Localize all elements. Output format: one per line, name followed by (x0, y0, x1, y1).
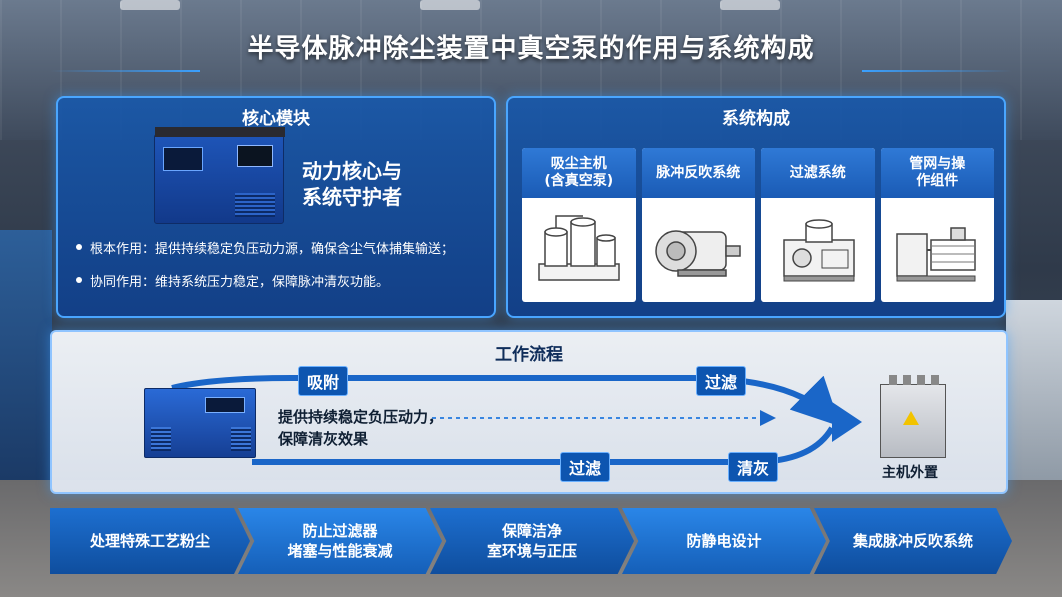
system-card-dust-collector: 吸尘主机 (含真空泵) (522, 148, 636, 302)
factory-machine-right (1006, 300, 1062, 480)
step-filter-top: 过滤 (696, 366, 747, 396)
vacuum-pump-unit-image (154, 127, 285, 224)
unit-top (155, 127, 285, 137)
page-title: 半导体脉冲除尘装置中真空泵的作用与系统构成 (247, 34, 815, 64)
card-heading: 吸尘主机 (含真空泵) (522, 148, 636, 198)
pipe-network-icon (881, 198, 995, 302)
card-title-line2: (含真空泵) (544, 173, 614, 189)
feature-line1: 处理特殊工艺粉尘 (89, 532, 210, 550)
card-title-line1: 脉冲反吹系统 (656, 164, 741, 181)
system-composition-heading: 系统构成 (722, 109, 790, 129)
core-tagline-line2: 系统守护者 (302, 185, 402, 209)
card-heading: 管网与操 作组件 (880, 148, 994, 198)
card-title-line2: 作组件 (916, 173, 959, 189)
machine-vent (151, 427, 171, 451)
card-heading: 脉冲反吹系统 (641, 148, 755, 198)
host-cabinet-image (880, 375, 946, 458)
feature-chevron: 集成脉冲反吹系统 (814, 508, 1012, 574)
step-filter-bottom: 过滤 (560, 452, 611, 482)
bullet-dot-icon (76, 244, 82, 250)
unit-control-screen (237, 145, 273, 167)
bullet-dot-icon (76, 277, 82, 283)
title-bar: 半导体脉冲除尘装置中真空泵的作用与系统构成 (0, 22, 1062, 76)
vacuum-pump-machine-image (144, 388, 256, 458)
machine-vent (231, 427, 251, 451)
workflow-description: 提供持续稳定负压动力， 保障清灰效果 (278, 406, 478, 450)
feature-line1: 集成脉冲反吹系统 (852, 532, 973, 550)
system-cards: 吸尘主机 (含真空泵) 脉冲反吹系统 (522, 148, 994, 302)
core-module-panel: 核心模块 动力核心与 系统守护者 根本作用：提供持续稳定负压动力源，确保含尘气体… (56, 96, 496, 318)
workflow-description-line2: 保障清灰效果 (278, 430, 369, 448)
unit-label-plate (163, 147, 203, 171)
title-decor-left (50, 70, 200, 72)
system-card-filter: 过滤系统 (761, 148, 875, 302)
core-tagline-line1: 动力核心与 (302, 159, 402, 183)
card-title-line1: 过滤系统 (789, 164, 846, 181)
flow-arrowhead (832, 402, 862, 442)
system-composition-panel: 系统构成 吸尘主机 (含真空泵) (506, 96, 1006, 318)
card-title-line1: 管网与操 (909, 156, 966, 172)
feature-line1: 防静电设计 (686, 532, 762, 550)
workflow-description-line1: 提供持续稳定负压动力， (278, 408, 444, 426)
card-heading: 过滤系统 (761, 148, 875, 198)
title-decor-right (862, 70, 1012, 72)
bullet-item: 协同作用：维持系统压力稳定，保障脉冲清灰功能。 (76, 271, 496, 290)
feature-chevron: 防止过滤器 堵塞与性能衰减 (238, 508, 442, 574)
feature-line2: 堵塞与性能衰减 (287, 542, 393, 560)
feature-line1: 保障洁净 (501, 522, 562, 540)
feature-chevron: 处理特殊工艺粉尘 (50, 508, 250, 574)
bullet-text: 协同作用：维持系统压力稳定，保障脉冲清灰功能。 (90, 275, 390, 290)
feature-chevron: 保障洁净 室环境与正压 (430, 508, 634, 574)
system-card-pulse-backflush: 脉冲反吹系统 (641, 148, 756, 302)
factory-machine-left (0, 230, 52, 480)
cabinet-top-valves (889, 375, 939, 385)
warning-icon (903, 411, 919, 425)
feature-chevron: 防静电设计 (622, 508, 826, 574)
dust-collector-icon (522, 198, 636, 302)
workflow-heading: 工作流程 (495, 345, 563, 365)
top-flow-arrow (171, 375, 841, 427)
feature-line2: 室环境与正压 (486, 542, 577, 560)
ceiling-light (420, 0, 480, 10)
feature-chevron-row: 处理特殊工艺粉尘 防止过滤器 堵塞与性能衰减 保障洁净 室环境与正压 防静电设计… (50, 508, 1012, 574)
step-clean: 清灰 (728, 452, 779, 482)
motor-icon (642, 198, 756, 302)
ceiling-light (120, 0, 180, 10)
core-module-heading: 核心模块 (242, 109, 310, 129)
host-label: 主机外置 (882, 465, 938, 481)
core-bullets: 根本作用：提供持续稳定负压动力源，确保含尘气体捕集输送； 协同作用：维持系统压力… (76, 238, 496, 304)
core-tagline: 动力核心与 系统守护者 (302, 158, 442, 210)
system-card-pipes-controls: 管网与操 作组件 (880, 148, 995, 302)
step-adsorb: 吸附 (298, 366, 349, 396)
machine-label-plate (205, 397, 245, 413)
card-title-line1: 吸尘主机 (550, 156, 607, 172)
filter-unit-icon (761, 198, 875, 302)
bullet-item: 根本作用：提供持续稳定负压动力源，确保含尘气体捕集输送； (76, 238, 496, 257)
workflow-panel: 工作流程 吸附 过滤 过滤 清灰 提供持续稳定负压动力， 保障清灰效果 主机外置 (50, 330, 1008, 494)
unit-vent (235, 193, 275, 217)
feature-line1: 防止过滤器 (302, 522, 378, 540)
bullet-text: 根本作用：提供持续稳定负压动力源，确保含尘气体捕集输送； (90, 242, 455, 257)
ceiling-light (720, 0, 780, 10)
